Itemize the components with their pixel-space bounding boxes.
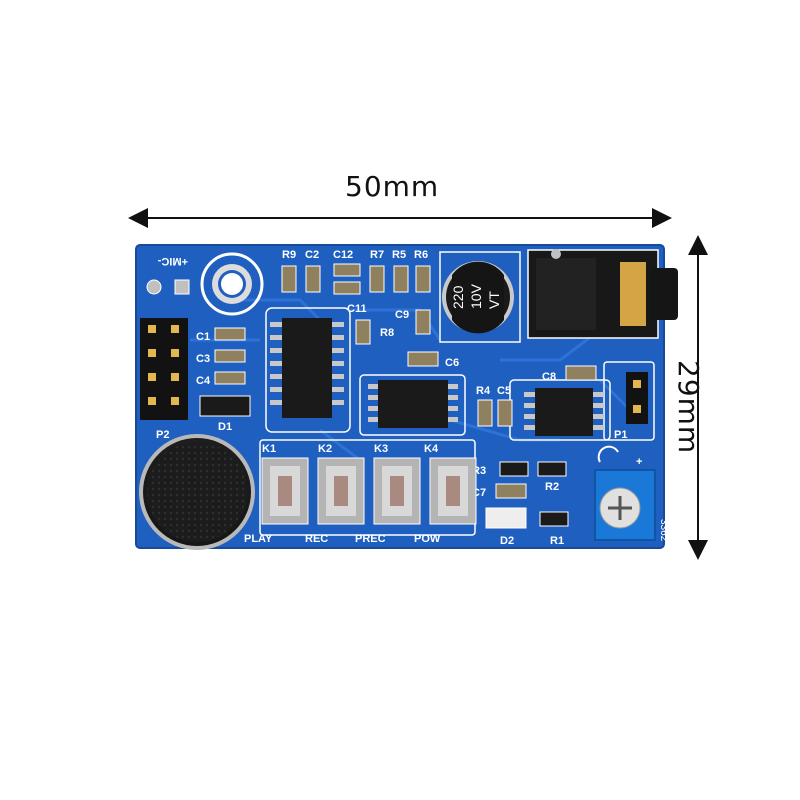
svg-text:C3: C3 xyxy=(196,353,210,365)
svg-text:POW: POW xyxy=(414,533,441,545)
header-p2-label: P2 xyxy=(156,429,169,441)
microphone xyxy=(139,434,255,550)
svg-text:C4: C4 xyxy=(196,375,211,387)
button-k1 xyxy=(261,457,309,525)
r2-label: R2 xyxy=(545,481,559,493)
svg-text:R5: R5 xyxy=(392,249,406,261)
svg-text:R6: R6 xyxy=(414,249,428,261)
svg-text:K4: K4 xyxy=(424,443,439,455)
diode-d1-label: D1 xyxy=(218,421,232,433)
svg-text:C12: C12 xyxy=(333,249,353,261)
audio-jack xyxy=(527,249,678,339)
svg-text:VT: VT xyxy=(486,291,502,309)
ic2-chip xyxy=(378,380,448,428)
ic3-chip xyxy=(535,388,593,436)
mic-label: +MIC- xyxy=(157,255,188,267)
svg-text:K2: K2 xyxy=(318,443,332,455)
button-name-labels: PLAY REC PREC POW xyxy=(244,533,441,545)
button-k2 xyxy=(317,457,365,525)
c11-label: C11 xyxy=(347,303,367,315)
svg-text:3362: 3362 xyxy=(658,519,669,542)
button-id-labels: K1 K2 K3 K4 xyxy=(262,443,439,455)
tactile-buttons xyxy=(261,457,477,525)
svg-text:R7: R7 xyxy=(370,249,384,261)
r1-label: R1 xyxy=(550,535,564,547)
header-p2 xyxy=(140,318,188,420)
svg-text:C2: C2 xyxy=(305,249,319,261)
pot-plus-label: + xyxy=(636,456,642,468)
diode-d1 xyxy=(199,395,251,417)
electrolytic-capacitor: 220 10V VT xyxy=(439,251,521,343)
p1-outline xyxy=(603,361,655,441)
c9-label: C9 xyxy=(395,309,409,321)
rotate-arrow-icon xyxy=(597,445,619,463)
button-k4 xyxy=(429,457,477,525)
ic2-outline xyxy=(359,374,466,436)
svg-text:K3: K3 xyxy=(374,443,388,455)
svg-text:PREC: PREC xyxy=(355,533,386,545)
d2-label: D2 xyxy=(500,535,514,547)
potentiometer: 3362 xyxy=(594,469,669,542)
c8-label: C8 xyxy=(542,371,556,383)
svg-text:C1: C1 xyxy=(196,331,210,343)
svg-text:K1: K1 xyxy=(262,443,276,455)
svg-text:10V: 10V xyxy=(468,283,484,309)
r8-label: R8 xyxy=(380,327,394,339)
p1-header xyxy=(626,372,648,424)
top-labels: R9 C2 C12 R7 R5 R6 xyxy=(282,249,428,261)
led-d2 xyxy=(485,507,527,529)
button-k3 xyxy=(373,457,421,525)
width-dimension-label: 50mm xyxy=(345,170,440,203)
r4-label: R4 xyxy=(476,385,491,397)
svg-text:PLAY: PLAY xyxy=(244,533,273,545)
c6-label: C6 xyxy=(445,357,459,369)
p1-label: P1 xyxy=(614,429,627,441)
mounting-hole-ring xyxy=(200,252,264,316)
cap-labels: C1 C3 C4 xyxy=(196,331,211,387)
ic1-outline xyxy=(265,307,351,433)
c5-label: C5 xyxy=(497,385,511,397)
ic1-chip xyxy=(282,318,332,418)
svg-text:REC: REC xyxy=(305,533,328,545)
svg-text:R9: R9 xyxy=(282,249,296,261)
svg-text:220: 220 xyxy=(450,285,466,309)
